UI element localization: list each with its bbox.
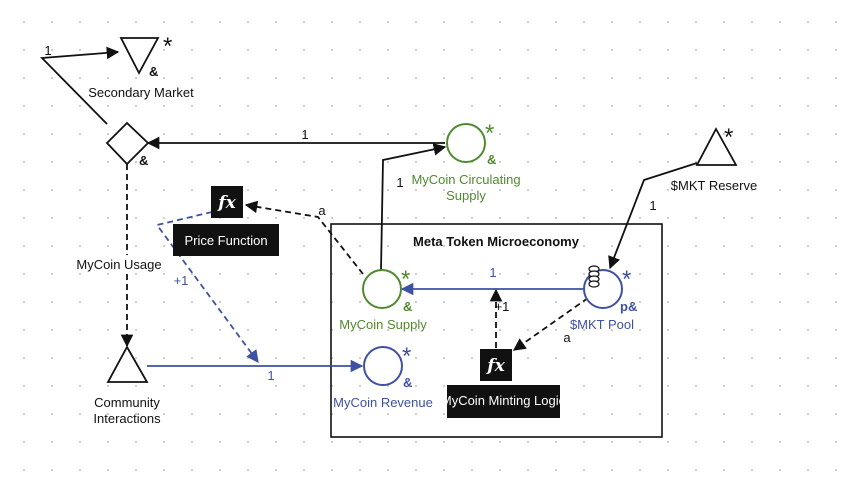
inverted-triangle-icon [119, 37, 160, 75]
microeconomy-container[interactable] [330, 223, 663, 438]
minting-logic-icon-text: fx [486, 356, 505, 376]
mycoin-revenue-label: MyCoin Revenue [333, 395, 433, 410]
edge-label-price-revenue: +1 [174, 273, 189, 288]
circulating-supply-label-1: MyCoin Circulating [411, 172, 520, 187]
circulating-supply-label-2: Supply [446, 188, 486, 203]
pool-circle-icon [362, 269, 402, 309]
mkt-pool-marker: * [622, 266, 631, 293]
diamond-icon [105, 121, 150, 166]
node-usage-gate[interactable]: & [105, 121, 150, 168]
pool-circle-icon [446, 123, 486, 163]
node-minting-logic[interactable]: fx MyCoin Minting Logic [441, 349, 566, 418]
mycoin-revenue-marker: * [402, 343, 411, 370]
secondary-market-marker: * [163, 33, 172, 60]
edge-label-community-revenue: 1 [267, 368, 274, 383]
edge-market-loop[interactable] [40, 46, 120, 125]
pool-circle-icon [363, 346, 403, 386]
mkt-reserve-label: $MKT Reserve [671, 178, 757, 193]
mkt-reserve-marker: * [724, 124, 733, 151]
node-mkt-reserve[interactable]: * $MKT Reserve [671, 124, 757, 193]
minting-logic-label: MyCoin Minting Logic [441, 393, 566, 408]
minting-logic-label-box [447, 385, 560, 418]
container-title: Meta Token Microeconomy [413, 234, 580, 249]
edge-supply-price[interactable] [244, 200, 364, 275]
secondary-market-label: Secondary Market [88, 85, 194, 100]
edge-supply-circulating[interactable] [380, 143, 447, 271]
edge-label-supply-price: a [318, 203, 326, 218]
edge-reserve-pool[interactable] [608, 162, 698, 270]
function-icon [211, 186, 243, 218]
mkt-pool-label: $MKT Pool [570, 317, 634, 332]
node-circulating-supply[interactable]: * & MyCoin Circulating Supply [411, 120, 520, 203]
edge-pool-minting[interactable] [512, 297, 589, 351]
mycoin-supply-amp: & [403, 299, 412, 314]
price-function-label: Price Function [184, 233, 267, 248]
triangle-icon [695, 127, 738, 166]
function-icon [480, 349, 512, 381]
circulating-supply-amp: & [487, 152, 496, 167]
triangle-icon [106, 345, 149, 383]
mycoin-supply-marker: * [401, 266, 410, 293]
price-function-icon-text: fx [217, 193, 236, 213]
edge-label-supply-circulating: 1 [396, 175, 403, 190]
mycoin-revenue-amp: & [403, 375, 412, 390]
edge-label-usage: MyCoin Usage [76, 257, 161, 272]
price-function-label-box [173, 224, 279, 256]
secondary-market-amp: & [149, 64, 158, 79]
edge-label-reserve-pool: 1 [649, 198, 656, 213]
edge-label-pool-supply: 1 [489, 265, 496, 280]
edge-label-minting-flow: +1 [495, 299, 510, 314]
mkt-pool-tag: p& [620, 299, 637, 314]
node-community-interactions[interactable]: Community Interactions [93, 345, 161, 426]
community-label-2: Interactions [93, 411, 161, 426]
node-mkt-pool[interactable]: * p& $MKT Pool [570, 265, 637, 332]
edge-label-market-loop: 1 [44, 43, 51, 58]
edge-label-gate-circulating: 1 [301, 127, 308, 142]
edge-label-pool-minting: a [563, 330, 571, 345]
usage-gate-amp: & [139, 153, 148, 168]
node-price-function[interactable]: fx Price Function [173, 186, 279, 256]
community-label-1: Community [94, 395, 160, 410]
node-secondary-market[interactable]: * & Secondary Market [88, 33, 194, 100]
node-mycoin-revenue[interactable]: * & MyCoin Revenue [333, 343, 433, 410]
token-stack-icon [588, 265, 600, 288]
mycoin-supply-label: MyCoin Supply [339, 317, 427, 332]
circulating-supply-marker: * [485, 120, 494, 147]
node-mycoin-supply[interactable]: * & MyCoin Supply [339, 266, 427, 332]
